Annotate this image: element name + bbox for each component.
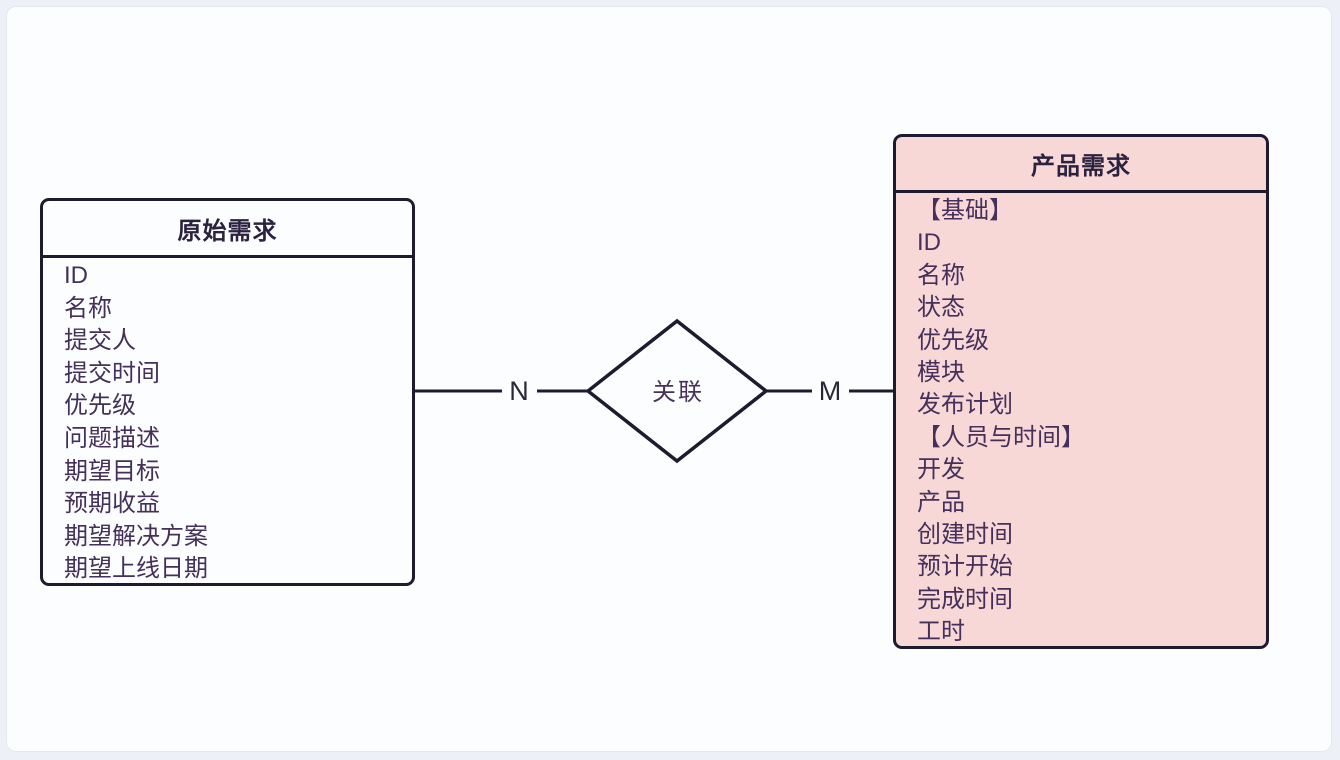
cardinality-n-label: N <box>509 376 529 406</box>
entity-field: 期望上线日期 <box>64 555 208 583</box>
entity-title: 产品需求 <box>896 137 1266 193</box>
entity-field: 预计开始 <box>917 553 1013 581</box>
entity-field-list: ID 名称 提交人 提交时间 优先级 问题描述 期望目标 预期收益 期望解决方案… <box>43 258 412 583</box>
cardinality-m-label: M <box>819 376 842 406</box>
entity-field: 优先级 <box>64 392 136 420</box>
entity-field: 提交时间 <box>64 359 160 387</box>
entity-field: 发布计划 <box>917 391 1013 419</box>
entity-field: 开发 <box>917 456 965 484</box>
entity-field: 创建时间 <box>917 520 1013 548</box>
entity-field: 完成时间 <box>917 585 1013 613</box>
entity-field: 期望解决方案 <box>64 522 208 550</box>
entity-field: ID <box>917 229 941 257</box>
entity-field: 预期收益 <box>64 490 160 518</box>
entity-field: 优先级 <box>917 326 989 354</box>
entity-field-list: 【基础】 ID 名称 状态 优先级 模块 发布计划 【人员与时间】 开发 产品 … <box>896 193 1266 646</box>
entity-original-requirement: 原始需求 ID 名称 提交人 提交时间 优先级 问题描述 期望目标 预期收益 期… <box>40 198 415 586</box>
entity-field: 名称 <box>917 261 965 289</box>
entity-field: ID <box>64 262 88 289</box>
entity-field: 提交人 <box>64 327 136 355</box>
entity-title: 原始需求 <box>43 201 412 258</box>
entity-field: 名称 <box>64 294 112 322</box>
entity-product-requirement: 产品需求 【基础】 ID 名称 状态 优先级 模块 发布计划 【人员与时间】 开… <box>893 134 1269 649</box>
entity-field: 产品 <box>917 488 965 516</box>
entity-field: 工时 <box>917 618 965 646</box>
entity-field: 问题描述 <box>64 424 160 452</box>
entity-field: 【基础】 <box>917 197 1013 224</box>
entity-field: 状态 <box>917 294 965 322</box>
entity-field: 期望目标 <box>64 457 160 485</box>
relationship-diamond <box>585 318 769 464</box>
entity-field: 【人员与时间】 <box>917 423 1085 451</box>
entity-field: 模块 <box>917 358 965 386</box>
relationship-label: 关联 <box>652 379 704 406</box>
